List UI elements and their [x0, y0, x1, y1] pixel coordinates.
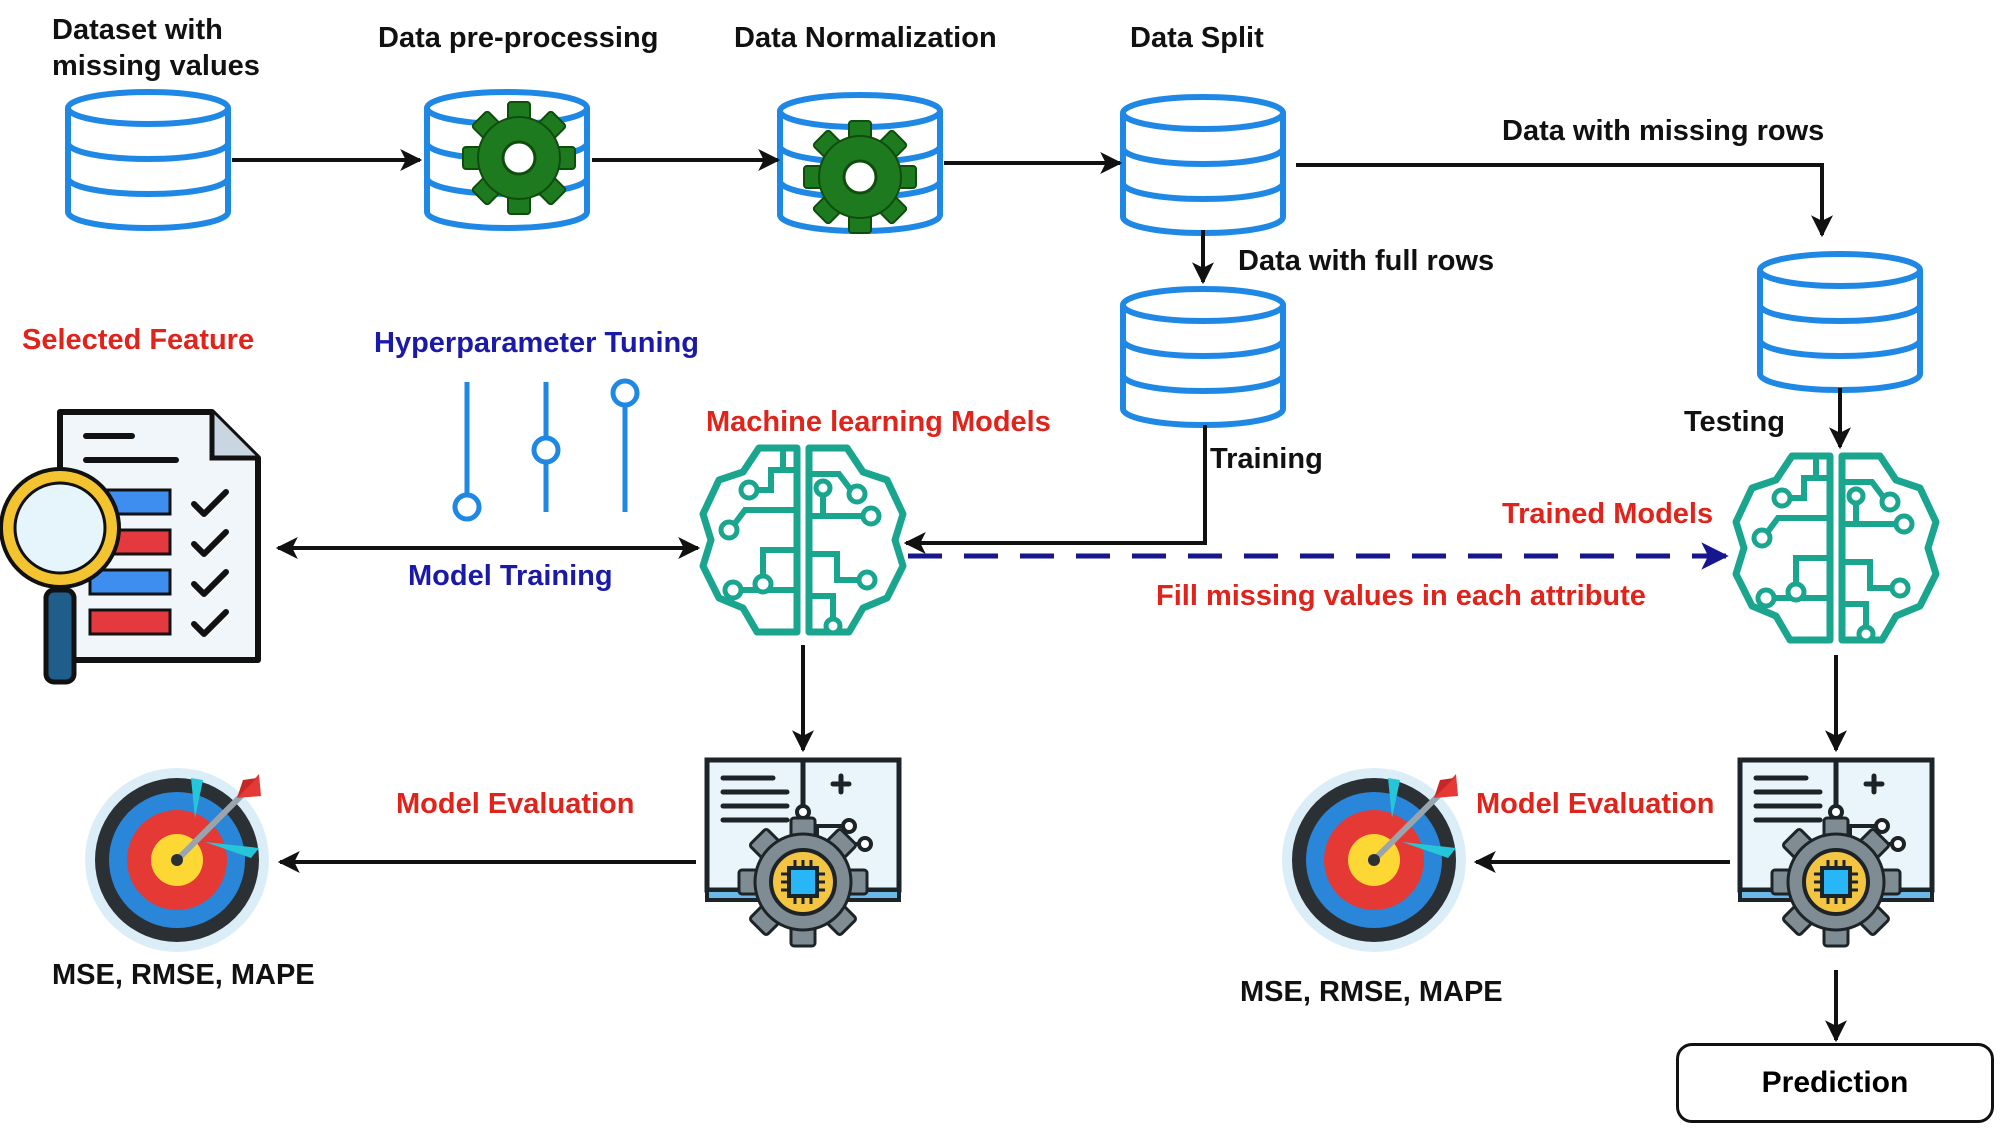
brain-circuit-icon-trained-models: [1736, 456, 1936, 641]
target-icon-left: [85, 768, 269, 952]
label-trained-models: Trained Models: [1502, 498, 1714, 530]
gear-icon-preprocessing: [461, 100, 577, 216]
prediction-box: Prediction: [1676, 1043, 1994, 1123]
label-hyperparameter-tuning: Hyperparameter Tuning: [374, 327, 699, 359]
ai-book-gear-icon-right: [1740, 760, 1932, 946]
database-icon-preprocessing: [427, 92, 587, 228]
arrow-split-to-missing-rows: [1296, 163, 1833, 238]
label-data-missing-rows: Data with missing rows: [1502, 115, 1825, 147]
label-selected-feature: Selected Feature: [22, 324, 255, 356]
label-dataset-missing-values: Dataset with missing values: [52, 14, 260, 83]
brain-circuit-icon-ml-models: [703, 448, 903, 633]
database-icon-dataset: [68, 92, 228, 228]
label-data-full-rows: Data with full rows: [1238, 245, 1495, 277]
checklist-magnifier-icon: [0, 409, 261, 685]
label-fill-missing-values: Fill missing values in each attribute: [1156, 580, 1646, 612]
label-machine-learning-models: Machine learning Models: [706, 406, 1051, 438]
label-metrics-right: MSE, RMSE, MAPE: [1240, 976, 1503, 1008]
database-icon-split: [1123, 97, 1283, 233]
label-data-preprocessing: Data pre-processing: [378, 22, 659, 54]
ai-book-gear-icon-left: [707, 760, 899, 946]
label-prediction: Prediction: [1761, 1066, 1909, 1099]
sliders-icon: [452, 378, 640, 522]
database-icon-training-data: [1123, 289, 1283, 425]
label-metrics-left: MSE, RMSE, MAPE: [52, 959, 315, 991]
label-model-training: Model Training: [408, 560, 613, 592]
label-testing: Testing: [1684, 406, 1785, 438]
label-data-normalization: Data Normalization: [734, 22, 997, 54]
arrow-training-data-to-models: [903, 425, 1207, 554]
label-model-evaluation-left: Model Evaluation: [396, 788, 635, 820]
database-icon-normalization: [780, 95, 940, 235]
label-model-evaluation-right: Model Evaluation: [1476, 788, 1715, 820]
database-icon-testing-data: [1760, 254, 1920, 390]
label-data-split: Data Split: [1130, 22, 1264, 54]
gear-icon-normalization: [802, 119, 918, 235]
target-icon-right: [1282, 768, 1466, 952]
label-training: Training: [1210, 443, 1323, 475]
